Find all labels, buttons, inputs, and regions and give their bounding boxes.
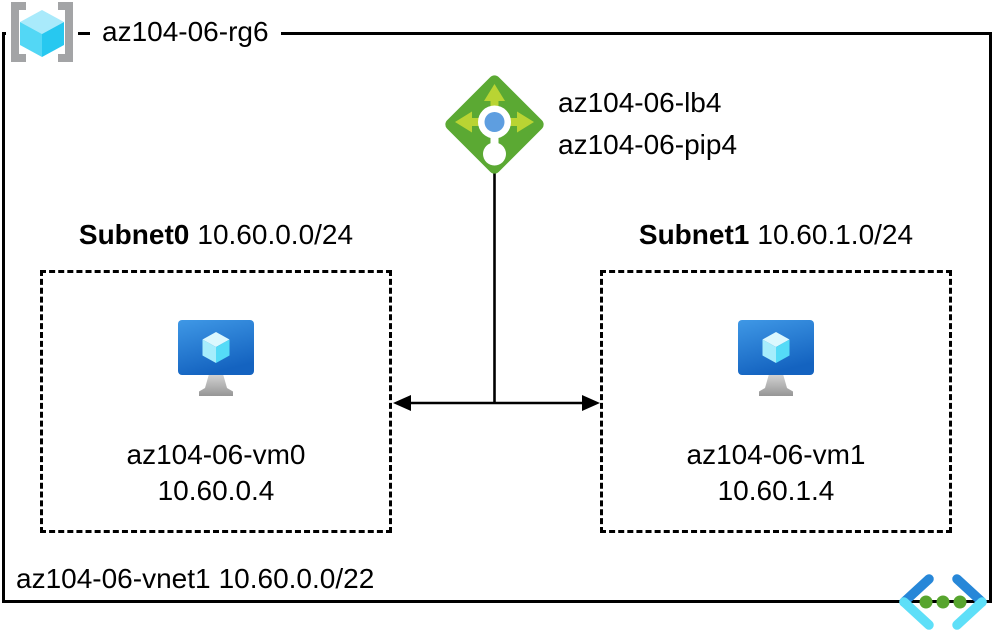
vm1-ip: 10.60.1.4 [717,475,835,506]
vm0-name: az104-06-vm0 [126,439,306,470]
load-balancer-icon [445,75,544,174]
vnet-name: az104-06-vnet1 [16,563,211,594]
vm1-labels: az104-06-vm1 10.60.1.4 [600,437,952,509]
load-balancer-name: az104-06-lb4 [558,87,722,118]
vm0-icon [178,320,254,396]
vnet-cidr: 10.60.0.0/22 [218,563,375,594]
vm0-ip: 10.60.0.4 [157,475,275,506]
resource-group-label: az104-06-rg6 [90,1,281,63]
arrowhead-right [582,395,600,411]
subnet0-cidr: 10.60.0.0/24 [197,219,354,250]
resource-group-boundary [2,32,992,603]
subnet1-cidr: 10.60.1.0/24 [757,219,914,250]
subnet0-box [40,270,392,533]
vm1-icon [738,320,814,396]
vm0-labels: az104-06-vm0 10.60.0.4 [40,437,392,509]
load-balancer-labels: az104-06-lb4 az104-06-pip4 [558,82,737,166]
public-ip-name: az104-06-pip4 [558,129,738,160]
vm1-name: az104-06-vm1 [686,439,866,470]
subnet1-name: Subnet1 [638,219,750,250]
subnet0-name: Subnet0 [78,219,190,250]
virtual-network-icon [899,574,987,630]
resource-group-icon [6,1,78,63]
arrowhead-left [393,395,411,411]
subnet1-box [600,270,952,533]
resource-group-header: az104-06-rg6 [6,1,281,63]
